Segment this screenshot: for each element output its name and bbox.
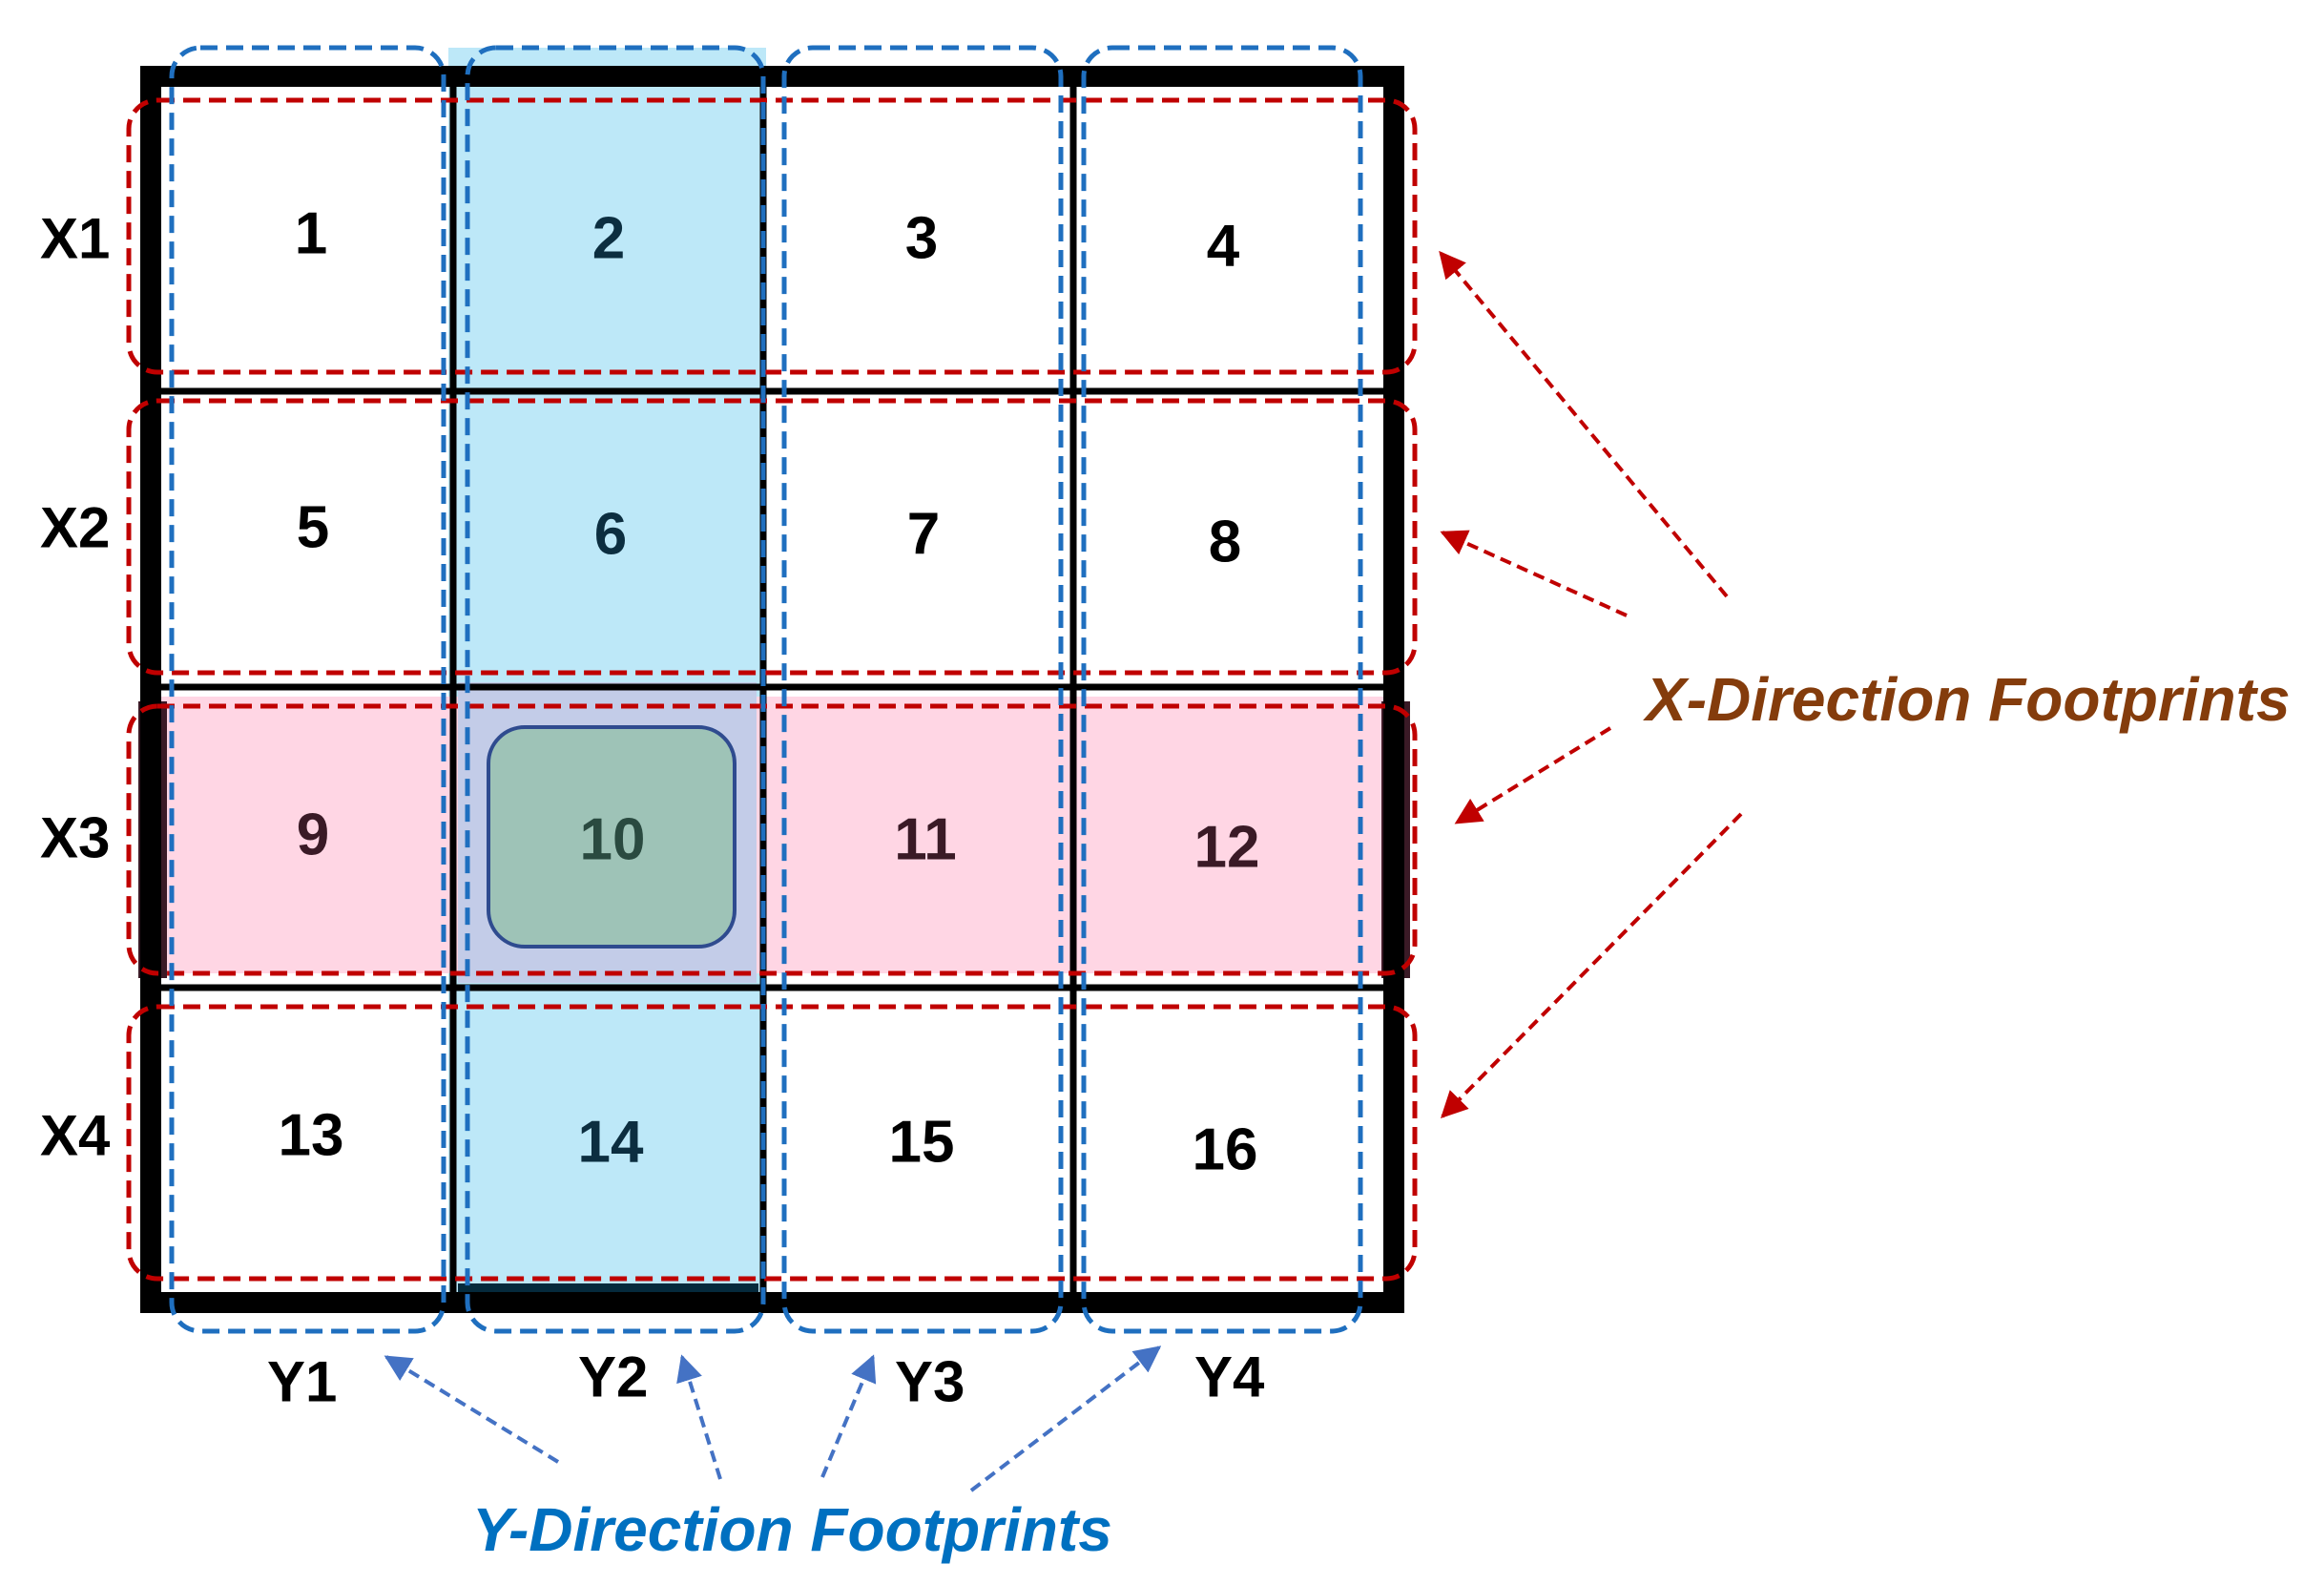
column-label-y3: Y3: [895, 1350, 965, 1414]
grid-lines: [140, 66, 1404, 1313]
y-footprint-y2: [465, 45, 766, 1334]
column-label-y2: Y2: [578, 1345, 648, 1409]
cell-1: 1: [295, 201, 327, 267]
intersection-box: [487, 725, 737, 949]
x-direction-title: X-Direction Footprints: [1643, 665, 2291, 734]
x-arrow-3: [1454, 726, 1612, 824]
cell-2: 2: [592, 206, 625, 272]
row-label-x4: X4: [40, 1104, 111, 1168]
x-direction-footprints: [126, 97, 1418, 1282]
y-footprint-y3: [781, 45, 1064, 1334]
cell-11: 11: [894, 807, 957, 873]
cell-6: 6: [594, 502, 627, 568]
column-labels: Y1 Y2 Y3 Y4: [267, 1345, 1265, 1414]
column-label-y1: Y1: [267, 1350, 337, 1414]
highlight-column-y2: [448, 48, 766, 1309]
x-footprint-x3: [126, 703, 1418, 976]
cell-12: 12: [1194, 815, 1260, 881]
x-arrow-2: [1440, 530, 1628, 617]
y-footprint-y1: [169, 45, 446, 1334]
x-footprint-x2: [126, 398, 1418, 676]
column-label-y4: Y4: [1194, 1345, 1265, 1409]
y-footprint-y4: [1081, 45, 1363, 1334]
x-direction-arrows: [1439, 250, 1743, 1118]
row-labels: X1 X2 X3 X4: [40, 207, 111, 1168]
y-direction-footprints: [169, 45, 1363, 1334]
x-footprint-x4: [126, 1004, 1418, 1282]
cell-labels: 1 2 3 4 5 6 7 8 9 10 11 12 13 14 15 16: [279, 201, 1260, 1183]
x-footprint-x1: [126, 97, 1418, 375]
y-arrow-3: [820, 1354, 877, 1478]
y-arrow-1: [384, 1355, 560, 1464]
y-direction-arrows: [384, 1345, 1162, 1492]
cell-4: 4: [1207, 214, 1240, 280]
cell-13: 13: [279, 1103, 344, 1169]
x-arrow-1: [1439, 250, 1729, 598]
cell-16: 16: [1193, 1117, 1258, 1183]
y-arrow-4: [969, 1345, 1162, 1492]
row-label-x2: X2: [40, 496, 110, 560]
x-arrow-4: [1441, 812, 1743, 1118]
cell-9: 9: [297, 803, 329, 868]
cell-10: 10: [580, 807, 646, 873]
cell-3: 3: [905, 206, 938, 272]
row-label-x1: X1: [40, 207, 110, 271]
cell-14: 14: [578, 1110, 644, 1176]
highlight-row-x3: [143, 697, 1402, 973]
cell-15: 15: [889, 1110, 955, 1176]
cell-7: 7: [907, 502, 940, 568]
y-direction-title: Y-Direction Footprints: [472, 1495, 1112, 1564]
y-arrow-2: [676, 1354, 722, 1480]
row-label-x3: X3: [40, 806, 110, 870]
cell-8: 8: [1209, 510, 1241, 575]
cell-5: 5: [297, 495, 329, 561]
